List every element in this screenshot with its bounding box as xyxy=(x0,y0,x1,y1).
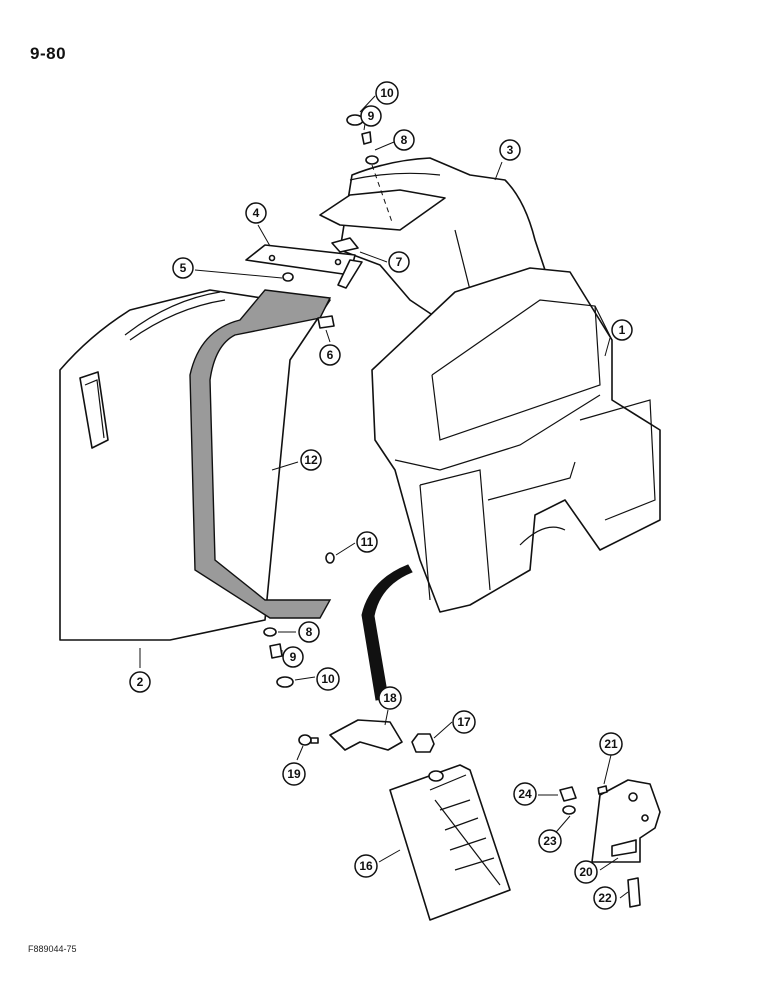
callout-2: 2 xyxy=(129,671,151,693)
callout-16: 16 xyxy=(354,854,378,878)
callout-20: 20 xyxy=(574,860,598,884)
callout-label: 7 xyxy=(396,255,403,269)
bracket-part-4 xyxy=(245,244,363,289)
housing-part-16 xyxy=(389,764,511,921)
callout-6: 6 xyxy=(319,344,341,366)
callout-24: 24 xyxy=(513,782,537,806)
callout-label: 6 xyxy=(327,348,334,362)
clip-part-7 xyxy=(331,237,359,253)
callout-label: 19 xyxy=(287,767,301,781)
callout-label: 10 xyxy=(380,86,394,100)
figure-code: F889044-75 xyxy=(28,944,77,954)
callout-18: 18 xyxy=(378,686,402,710)
bracket-part-18 xyxy=(329,719,403,751)
bracket-part-20 xyxy=(591,779,661,863)
callout-label: 3 xyxy=(507,143,514,157)
callout-1: 1 xyxy=(611,319,633,341)
callout-11: 11 xyxy=(356,531,378,553)
instrument-panel-part-1 xyxy=(371,267,661,613)
gasket-part-12 xyxy=(189,289,332,619)
callout-9-lower: 9 xyxy=(282,646,304,668)
screw-part-19 xyxy=(298,734,319,746)
callout-label: 24 xyxy=(518,787,532,801)
callout-label: 22 xyxy=(598,891,612,905)
callout-label: 10 xyxy=(321,672,335,686)
leader-lines xyxy=(139,95,629,899)
callout-label: 9 xyxy=(290,650,297,664)
grommet-part-17 xyxy=(411,733,435,753)
callout-22: 22 xyxy=(593,886,617,910)
callout-12: 12 xyxy=(300,449,322,471)
callout-label: 11 xyxy=(361,535,374,549)
page-number: 9-80 xyxy=(30,44,67,63)
callout-10-lower: 10 xyxy=(316,667,340,691)
callout-label: 8 xyxy=(401,133,408,147)
callout-label: 4 xyxy=(253,206,260,220)
hardware-group-lower xyxy=(263,552,335,688)
callout-21: 21 xyxy=(599,732,623,756)
callout-label: 2 xyxy=(137,675,144,689)
callout-label: 21 xyxy=(604,737,618,751)
callout-label: 9 xyxy=(368,109,375,123)
hardware-group-upper xyxy=(282,114,393,329)
callout-17: 17 xyxy=(452,710,476,734)
callout-label: 12 xyxy=(304,453,318,467)
callout-19: 19 xyxy=(282,762,306,786)
callout-23: 23 xyxy=(538,829,562,853)
callout-label: 17 xyxy=(457,715,471,729)
callout-label: 1 xyxy=(619,323,626,337)
callout-label: 5 xyxy=(180,261,187,275)
callout-10-upper: 10 xyxy=(375,81,399,105)
callout-8-upper: 8 xyxy=(393,129,415,151)
callout-5: 5 xyxy=(172,257,194,279)
callout-label: 23 xyxy=(543,834,557,848)
callout-label: 20 xyxy=(579,865,593,879)
callout-8-lower: 8 xyxy=(298,621,320,643)
hardware-group-bracket xyxy=(559,785,641,908)
callout-4: 4 xyxy=(245,202,267,224)
callout-label: 8 xyxy=(306,625,313,639)
wiring-harness xyxy=(361,564,413,701)
callout-label: 16 xyxy=(359,859,373,873)
callout-label: 18 xyxy=(383,691,397,705)
callout-3: 3 xyxy=(499,139,521,161)
callout-7: 7 xyxy=(388,251,410,273)
callout-9-upper: 9 xyxy=(360,105,382,127)
